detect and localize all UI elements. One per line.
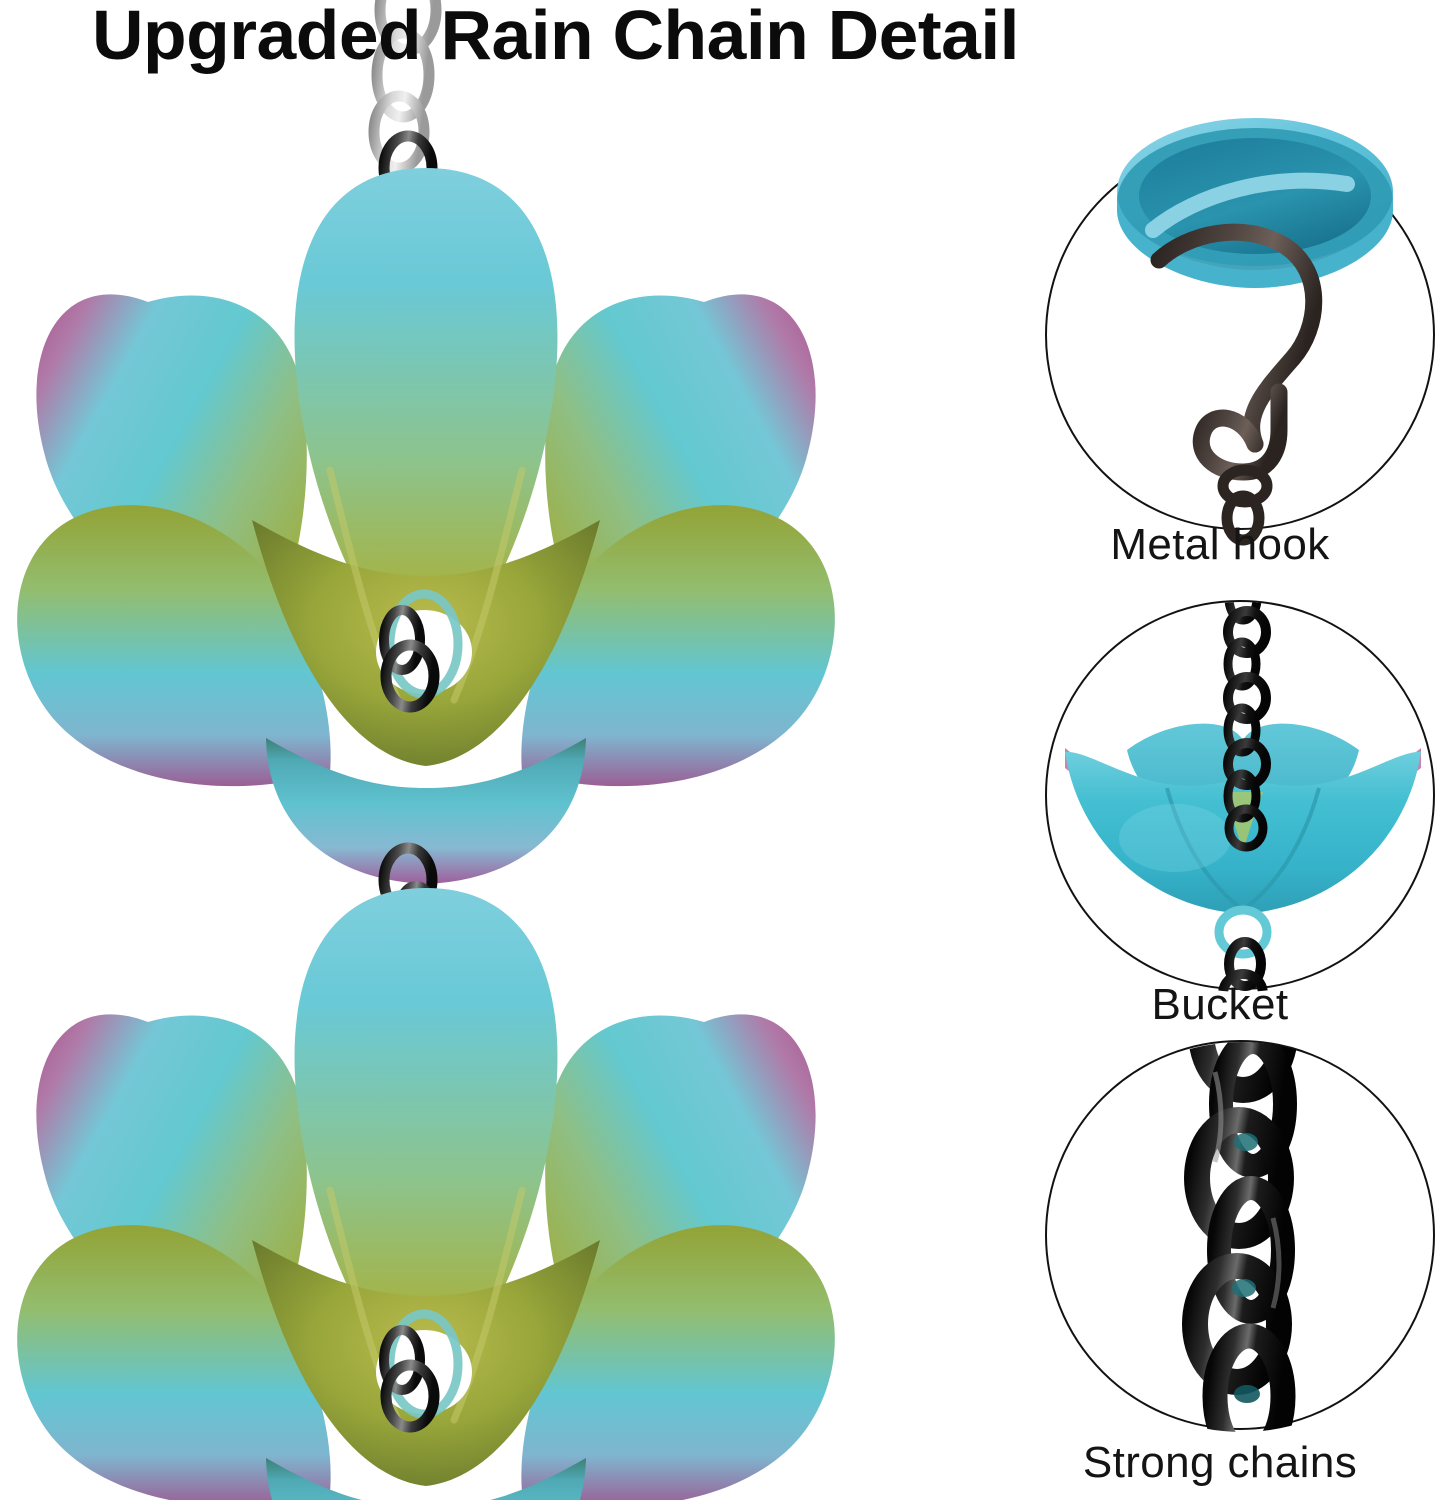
callout-label-bucket: Bucket (1151, 980, 1289, 1029)
callout-circle-metal-hook (1045, 118, 1435, 546)
callout-label-metal-hook: Metal hook (1110, 520, 1330, 569)
callout-bucket: Bucket (1000, 580, 1440, 1029)
callout-circle-bucket (1045, 600, 1435, 992)
flower-cup-upper (17, 168, 835, 884)
callout-metal-hook: Metal hook (1000, 0, 1440, 580)
callout-circle-strong-chains (1045, 1040, 1435, 1432)
hook-icon (1117, 118, 1393, 546)
chain-icon (1182, 1042, 1298, 1432)
bucket-icon (1065, 602, 1421, 992)
flower-cup-lower (17, 888, 835, 1505)
title-bar: Upgraded Rain Chain Detail (0, 0, 1440, 80)
rain-chain-illustration (17, 0, 835, 1505)
main-product-photo (17, 0, 835, 1505)
callout-column: Metal hook (1000, 0, 1440, 1500)
page-title: Upgraded Rain Chain Detail (92, 0, 1019, 74)
chain-top-silver (368, 0, 442, 174)
chain-segment-lower (379, 1325, 440, 1433)
callout-label-strong-chains: Strong chains (1082, 1438, 1358, 1487)
callout-strong-chains: Strong chains (1000, 1020, 1440, 1500)
